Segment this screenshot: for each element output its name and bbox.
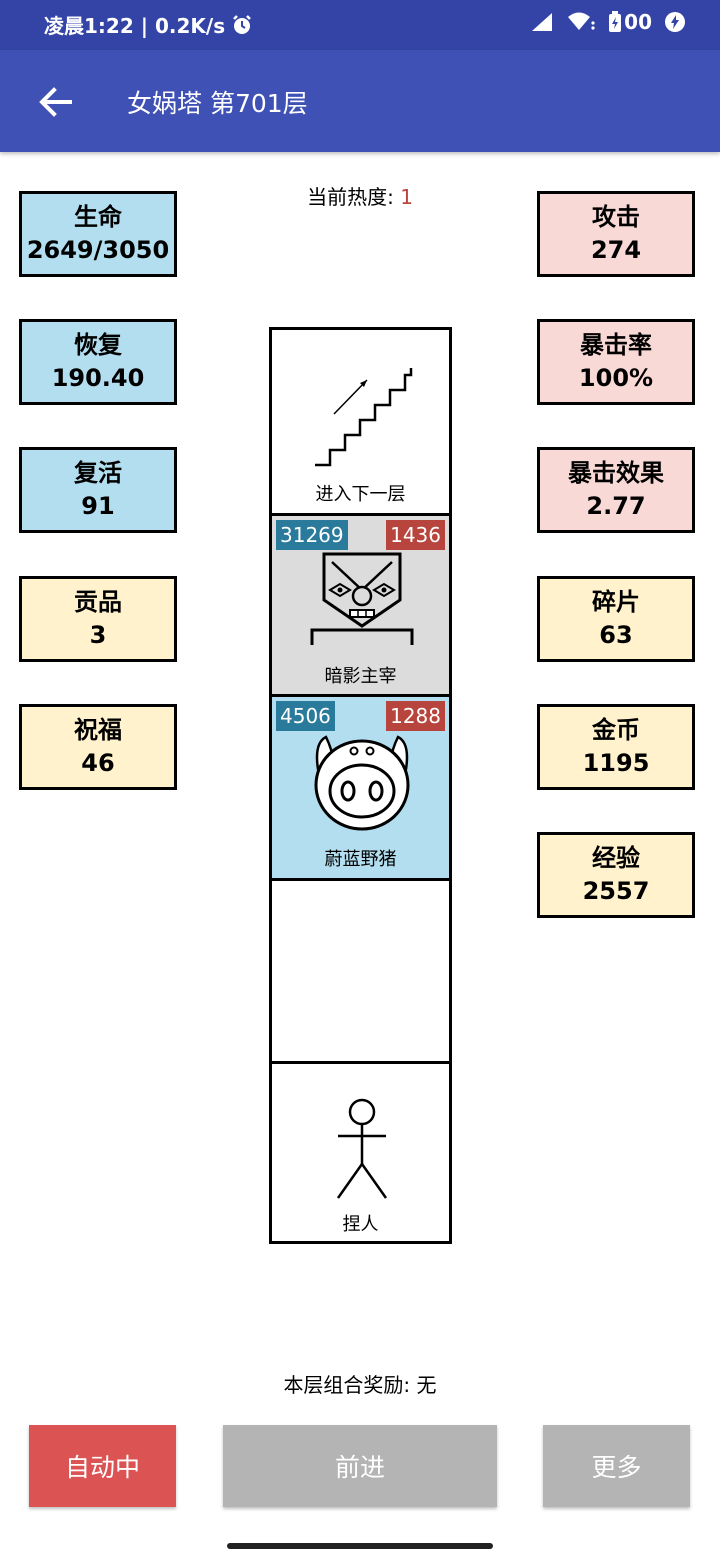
heat-indicator: 当前热度: 1 — [0, 181, 720, 210]
boar-icon — [314, 735, 410, 831]
stick-figure-icon — [336, 1098, 388, 1199]
stat-revive: 复活 91 — [19, 447, 177, 533]
tower-divider — [272, 878, 449, 881]
boss-hp-badge: 31269 — [276, 520, 348, 550]
tower-cell-player[interactable]: 捏人 — [272, 1064, 449, 1241]
stat-value: 274 — [590, 236, 642, 264]
stat-experience: 经验 2557 — [537, 832, 695, 918]
stat-value: 2649/3050 — [26, 236, 170, 264]
stat-value: 63 — [599, 621, 633, 649]
pig-hp-badge: 4506 — [276, 701, 335, 731]
tower-cell-pig[interactable]: 4506 1288 蔚蓝野猪 — [272, 697, 449, 878]
stat-name: 暴击效果 — [568, 459, 664, 487]
stat-value: 3 — [89, 621, 107, 649]
status-time-speed: 凌晨1:22 | 0.2K/s — [44, 14, 226, 38]
app-bar: 女娲塔 第701层 — [0, 50, 720, 152]
tower-column: 进入下一层 31269 1436 暗影主宰 4506 1288 — [269, 327, 452, 1244]
stat-name: 恢复 — [74, 331, 122, 359]
heat-label: 当前热度: — [307, 185, 394, 209]
combo-reward: 本层组合奖励: 无 — [283, 1373, 437, 1397]
tower-cell-empty[interactable] — [272, 881, 449, 1061]
tower-cell-stairs[interactable]: 进入下一层 — [272, 330, 449, 513]
stat-recovery: 恢复 190.40 — [19, 319, 177, 405]
pig-atk-badge: 1288 — [386, 701, 445, 731]
shadow-overlord-icon — [310, 552, 414, 645]
stat-value: 2.77 — [586, 492, 646, 520]
stat-crit-rate: 暴击率 100% — [537, 319, 695, 405]
forward-button[interactable]: 前进 — [223, 1425, 497, 1507]
signal-icon — [532, 13, 553, 31]
status-left: 凌晨1:22 | 0.2K/s — [44, 10, 253, 39]
stat-attack: 攻击 274 — [537, 191, 695, 277]
stairs-icon — [315, 368, 413, 467]
stat-name: 金币 — [592, 716, 640, 744]
page-title: 女娲塔 第701层 — [127, 89, 308, 118]
tower-divider — [272, 694, 449, 697]
stat-value: 46 — [81, 749, 115, 777]
more-button[interactable]: 更多 — [543, 1425, 690, 1507]
tower-divider — [272, 513, 449, 516]
stat-tribute: 贡品 3 — [19, 576, 177, 662]
stat-life: 生命 2649/3050 — [19, 191, 177, 277]
stat-name: 贡品 — [74, 588, 122, 616]
back-button[interactable] — [36, 82, 76, 122]
stat-value: 1195 — [582, 749, 650, 777]
pig-name: 蔚蓝野猪 — [324, 849, 397, 870]
auto-button[interactable]: 自动中 — [29, 1425, 176, 1507]
stat-gold: 金币 1195 — [537, 704, 695, 790]
heat-value: 1 — [400, 185, 413, 209]
battery-group: 00 — [608, 10, 652, 34]
battery-level: 00 — [624, 10, 652, 34]
stat-crit-effect: 暴击效果 2.77 — [537, 447, 695, 533]
stat-name: 生命 — [74, 203, 122, 231]
stat-name: 暴击率 — [580, 331, 652, 359]
stat-value: 91 — [81, 492, 115, 520]
stat-name: 攻击 — [592, 203, 640, 231]
alarm-icon — [233, 14, 252, 34]
status-right: 00 — [530, 10, 686, 34]
arrow-left-icon — [39, 87, 72, 117]
boss-atk-badge: 1436 — [386, 520, 445, 550]
home-indicator[interactable] — [227, 1543, 493, 1549]
boss-name: 暗影主宰 — [324, 666, 397, 687]
stat-value: 190.40 — [51, 364, 145, 392]
stat-name: 经验 — [592, 844, 640, 872]
stat-value: 100% — [578, 364, 654, 392]
stat-name: 复活 — [74, 459, 122, 487]
stairs-label: 进入下一层 — [315, 484, 406, 505]
stat-name: 祝福 — [74, 716, 122, 744]
tower-divider — [272, 1061, 449, 1064]
stat-blessing: 祝福 46 — [19, 704, 177, 790]
stat-name: 碎片 — [592, 588, 640, 616]
battery-icon — [609, 11, 622, 32]
player-label: 捏人 — [342, 1214, 379, 1235]
status-bar: 凌晨1:22 | 0.2K/s 00 — [0, 0, 720, 50]
charging-icon — [665, 12, 685, 32]
wifi-icon — [568, 12, 595, 30]
stat-shards: 碎片 63 — [537, 576, 695, 662]
stat-value: 2557 — [582, 877, 650, 905]
tower-cell-boss[interactable]: 31269 1436 暗影主宰 — [272, 516, 449, 694]
